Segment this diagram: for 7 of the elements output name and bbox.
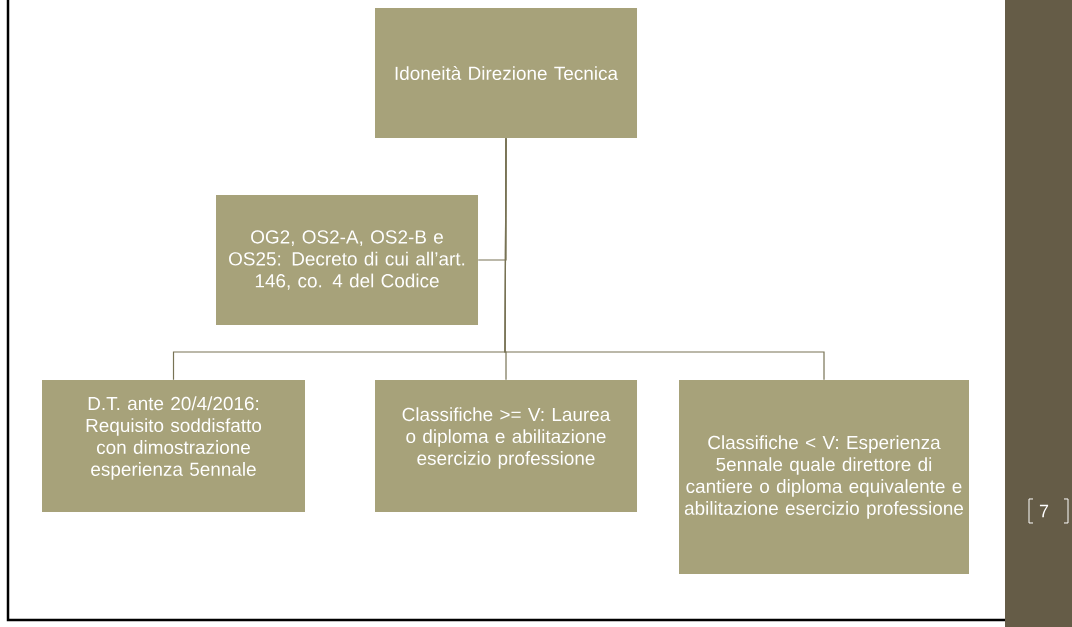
text-box: OG2, OS2-A, OS2-B e OS25: Decreto di cui all’art. 146, co. 4 del Codice — [216, 195, 478, 325]
page-number: 7 — [1028, 498, 1069, 524]
text-box: Classifiche >= V: Laurea o diploma e abilitazione esercizio professione — [375, 380, 637, 512]
text-box: Classifiche < V: Esperienza 5ennale quale direttore di cantiere o diploma equivalente e abilitazione esercizio professione — [679, 380, 969, 574]
connector-line — [504, 137, 825, 381]
text-box: D.T. ante 20/4/2016: Requisito soddisfatto con dimostrazione esperienza 5ennale — [42, 380, 305, 512]
text-box: Idoneità Direzione Tecnica — [375, 8, 637, 138]
